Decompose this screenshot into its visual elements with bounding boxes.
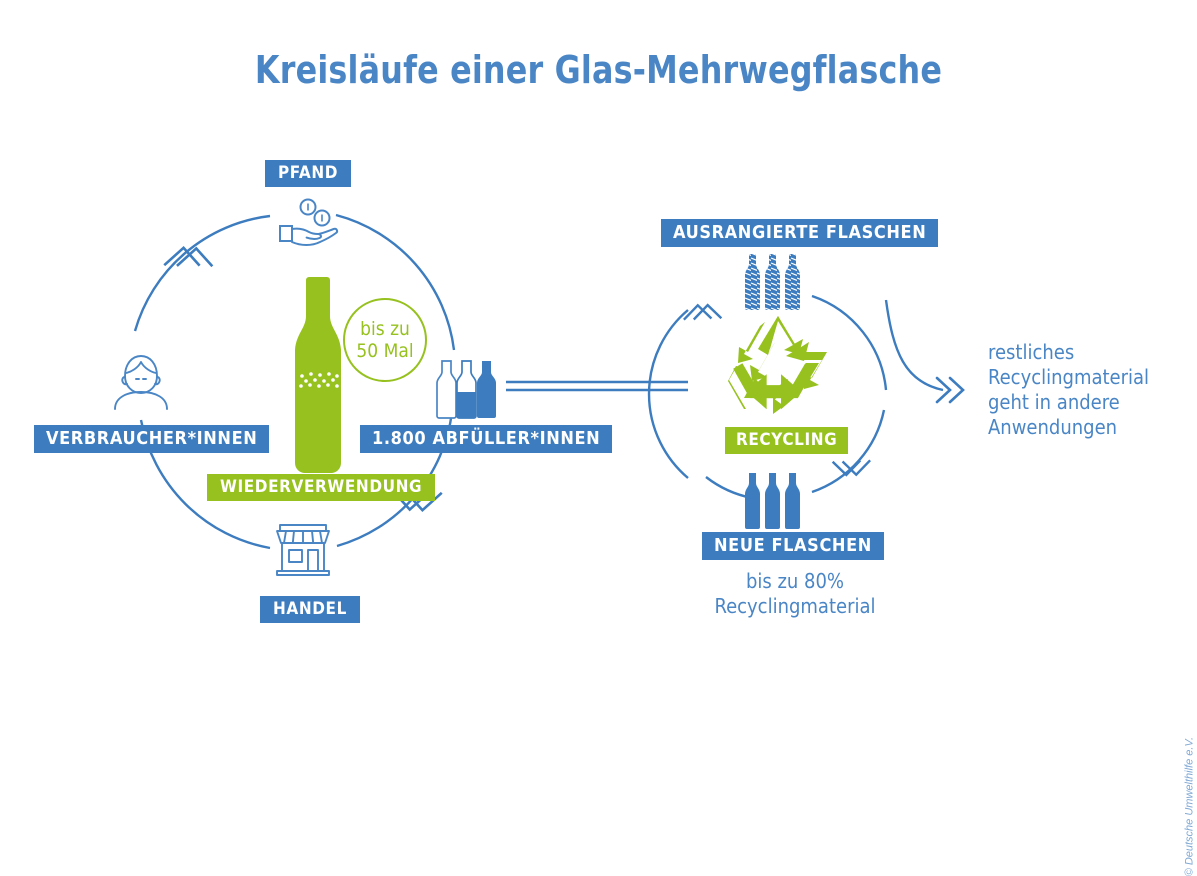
chip-pfand[interactable]: PFAND — [265, 160, 352, 187]
copyright-notice: © Deutsche Umwelthilfe e.V. — [1183, 737, 1195, 876]
three-solid-bottles-icon — [745, 473, 800, 529]
consumer-person-icon — [114, 355, 168, 410]
hand-with-coins-icon — [279, 198, 339, 246]
three-striped-bottles-icon — [745, 254, 800, 310]
outflow-curve — [884, 299, 944, 392]
recycling-arc-left — [647, 309, 689, 479]
recycling-cycle-graphics — [647, 294, 965, 500]
recycling-symbol-icon — [728, 316, 827, 414]
chip-abfueller[interactable]: 1.800 ABFÜLLER*INNEN — [360, 425, 613, 453]
green-bottle-icon — [295, 277, 341, 473]
reuse-count-badge: bis zu 50 Mal — [343, 298, 427, 382]
chip-handel[interactable]: HANDEL — [260, 596, 360, 623]
double-line-connector — [506, 380, 688, 392]
recycling-arc-right-top — [811, 294, 888, 391]
recycling-arrow-up-right-icon — [683, 303, 723, 321]
reuse-arc-right-top — [335, 213, 456, 351]
chip-ausrangierte-flaschen[interactable]: AUSRANGIERTE FLASCHEN — [661, 219, 939, 247]
chip-neue-flaschen[interactable]: NEUE FLASCHEN — [702, 532, 884, 560]
double-chevron-right-icon — [935, 376, 965, 404]
neue-flaschen-note: bis zu 80% Recyclingmaterial — [714, 569, 876, 618]
chip-recycling[interactable]: RECYCLING — [725, 427, 849, 454]
chip-verbraucher[interactable]: VERBRAUCHER*INNEN — [34, 425, 270, 453]
shop-icon — [276, 524, 330, 576]
reuse-arrow-up-right-icon — [163, 245, 214, 268]
chip-wiederverwendung[interactable]: WIEDERVERWENDUNG — [207, 474, 436, 501]
page-title: Kreisläufe einer Glas-Mehrwegflasche — [254, 48, 943, 92]
reuse-arc-left-top — [133, 214, 271, 332]
recycling-arrow-down-left-icon — [831, 459, 871, 477]
three-bottles-fill-icon — [436, 360, 496, 419]
infographic-canvas: Kreisläufe einer Glas-Mehrwegflasche — [34, 48, 1195, 876]
outflow-text: restliches Recyclingmaterial geht in and… — [988, 340, 1150, 439]
